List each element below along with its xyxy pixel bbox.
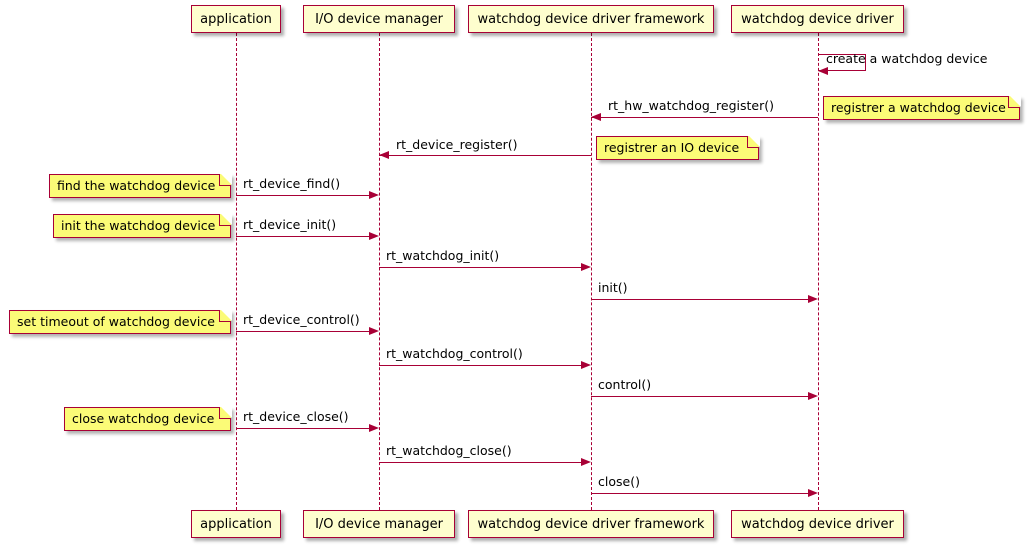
message-label-rt-hw-watchdog-register: rt_hw_watchdog_register() [608,98,774,113]
message-label-rt-device-init: rt_device_init() [243,217,337,232]
message-label-control: control() [598,377,652,392]
note-fold-icon [219,213,232,226]
note-registrer-a-watchdog-device: registrer a watchdog device [823,95,1021,120]
note-text: close watchdog device [72,410,215,426]
note-text: registrer an IO device [604,139,740,155]
message-line-close [591,493,808,494]
arrowhead-rt-device-control [369,326,379,335]
arrowhead-rt-device-init [369,231,379,240]
note-text: init the watchdog device [61,217,216,233]
self-message-create-watchdog-device [818,54,866,71]
message-line-rt-watchdog-control [379,365,581,366]
participant-box-watchdog-framework-top[interactable]: watchdog device driver framework [468,5,714,33]
participant-label: I/O device manager [315,11,443,27]
note-fold-icon [219,309,232,322]
message-label-close: close() [598,474,640,489]
note-close-watchdog-device: close watchdog device [64,406,232,431]
arrowhead-close [808,488,818,497]
message-label-init: init() [598,280,628,295]
participant-label: watchdog device driver [741,516,894,532]
message-label-rt-device-close: rt_device_close() [243,409,349,424]
participant-box-io-device-manager-bottom[interactable]: I/O device manager [303,510,455,538]
message-line-rt-device-control [236,331,369,332]
message-line-init [591,299,808,300]
arrowhead-create-watchdog-device [818,66,828,75]
arrowhead-rt-watchdog-control [581,360,591,369]
participant-label: application [200,11,272,27]
participant-box-io-device-manager-top[interactable]: I/O device manager [303,5,455,33]
message-label-rt-device-register: rt_device_register() [396,137,518,152]
message-label-rt-device-control: rt_device_control() [243,312,360,327]
message-label-rt-watchdog-init: rt_watchdog_init() [386,248,500,263]
arrowhead-rt-device-close [369,423,379,432]
note-fold-icon [1008,95,1021,108]
arrowhead-rt-watchdog-init [581,262,591,271]
participant-box-application-top[interactable]: application [191,5,281,33]
note-fold-icon [219,173,232,186]
participant-box-watchdog-framework-bottom[interactable]: watchdog device driver framework [468,510,714,538]
message-line-rt-watchdog-close [379,462,581,463]
arrowhead-rt-hw-watchdog-register [591,112,601,121]
participant-box-watchdog-driver-top[interactable]: watchdog device driver [731,5,904,33]
note-text: find the watchdog device [57,177,216,193]
arrowhead-rt-device-register [379,150,389,159]
note-set-timeout-of-watchdog-device: set timeout of watchdog device [9,309,232,334]
note-text: registrer a watchdog device [831,99,1006,115]
message-line-rt-watchdog-init [379,267,581,268]
note-find-the-watchdog-device: find the watchdog device [49,173,232,198]
message-label-create-watchdog-device: create a watchdog device [826,51,988,66]
lifeline-application [236,33,237,510]
message-label-rt-watchdog-control: rt_watchdog_control() [386,346,523,361]
participant-label: application [200,516,272,532]
message-line-rt-device-init [236,236,369,237]
participant-label: watchdog device driver framework [477,11,705,27]
participant-box-watchdog-driver-bottom[interactable]: watchdog device driver [731,510,904,538]
message-line-rt-hw-watchdog-register [591,117,818,118]
note-registrer-an-io-device: registrer an IO device [596,135,760,160]
participant-box-application-bottom[interactable]: application [191,510,281,538]
arrowhead-control [808,391,818,400]
arrowhead-rt-watchdog-close [581,457,591,466]
participant-label: I/O device manager [315,516,443,532]
arrowhead-init [808,294,818,303]
note-init-the-watchdog-device: init the watchdog device [53,213,232,238]
message-label-rt-device-find: rt_device_find() [243,176,341,191]
note-fold-icon [219,406,232,419]
lifeline-io-device-manager [379,33,380,510]
lifeline-watchdog-framework [591,33,592,510]
arrowhead-rt-device-find [369,190,379,199]
message-line-rt-device-find [236,195,369,196]
lifeline-watchdog-driver [818,33,819,510]
participant-label: watchdog device driver framework [477,516,705,532]
note-text: set timeout of watchdog device [17,313,215,329]
message-line-rt-device-close [236,428,369,429]
participant-label: watchdog device driver [741,11,894,27]
message-label-rt-watchdog-close: rt_watchdog_close() [386,443,512,458]
message-line-rt-device-register [379,155,591,156]
message-line-control [591,396,808,397]
note-fold-icon [747,135,760,148]
